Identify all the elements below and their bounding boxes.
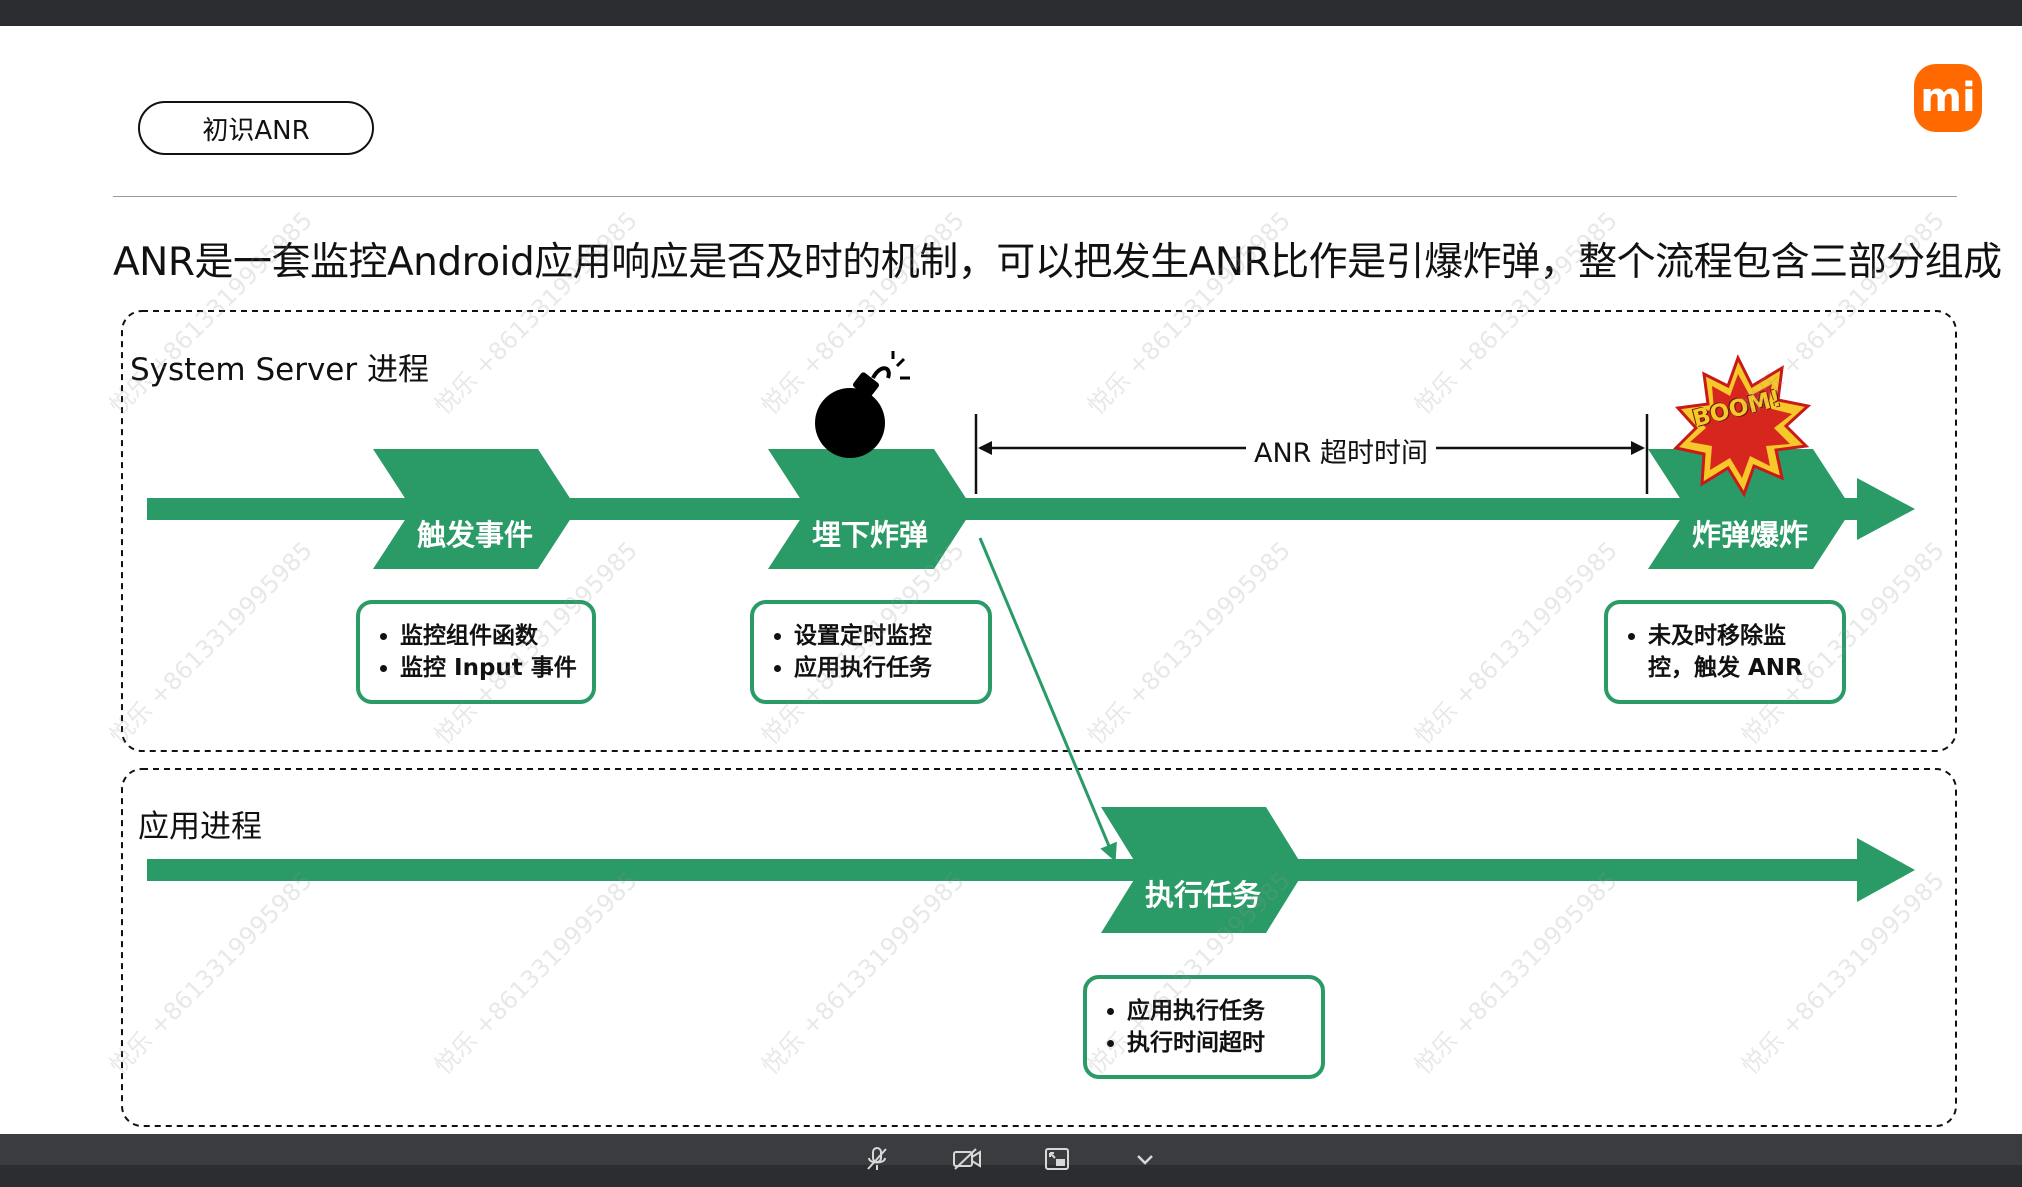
note-trigger-item-1: 监控组件函数 — [400, 620, 592, 652]
step-plant-label: 埋下炸弹 — [811, 518, 928, 552]
note-trigger: 监控组件函数 监控 Input 事件 — [356, 600, 596, 704]
step-execute-label: 执行任务 — [1144, 878, 1261, 912]
toggle-camera-button[interactable] — [950, 1142, 984, 1176]
note-plant-item-2: 应用执行任务 — [794, 652, 988, 684]
slide-headline: ANR是一套监控Android应用响应是否及时的机制，可以把发生ANR比作是引爆… — [113, 240, 2002, 285]
microphone-muted-icon — [867, 1147, 887, 1170]
chevron-plant — [768, 449, 973, 569]
top-bar — [0, 0, 2022, 26]
chevron-explode — [1648, 449, 1852, 569]
brand-logo: mi — [1914, 64, 1982, 132]
camera-off-icon — [953, 1148, 981, 1170]
execute-link-arrow — [978, 537, 1117, 862]
section-tag: 初识ANR — [138, 101, 374, 155]
note-explode: 未及时移除监控，触发 ANR — [1604, 600, 1846, 704]
note-execute: 应用执行任务 执行时间超时 — [1083, 975, 1325, 1079]
chevron-execute — [1101, 807, 1305, 933]
note-trigger-item-2: 监控 Input 事件 — [400, 652, 592, 684]
app-process-region — [121, 768, 1957, 1127]
system-server-region — [121, 310, 1957, 752]
more-options-button[interactable] — [1128, 1142, 1162, 1176]
system-server-label: System Server 进程 — [130, 352, 429, 388]
app-timeline-bar — [147, 859, 1857, 881]
section-tag-label: 初识ANR — [202, 115, 310, 146]
chevron-trigger — [373, 449, 577, 569]
note-plant: 设置定时监控 应用执行任务 — [750, 600, 992, 704]
timeout-label: ANR 超时时间 — [1246, 431, 1436, 470]
note-plant-item-1: 设置定时监控 — [794, 620, 988, 652]
step-trigger-label: 触发事件 — [416, 518, 533, 552]
app-process-label: 应用进程 — [138, 809, 262, 845]
toolbar-bottom-strip — [0, 1165, 2022, 1187]
system-timeline-bar — [147, 498, 1857, 520]
chevron-down-icon — [1137, 1155, 1153, 1165]
bomb-icon — [815, 351, 910, 458]
brand-logo-text: mi — [1920, 75, 1976, 121]
screen-share-button[interactable] — [1040, 1142, 1074, 1176]
slide: 初识ANR mi ANR是一套监控Android应用响应是否及时的机制，可以把发… — [0, 26, 2022, 1134]
note-explode-item-1: 未及时移除监控，触发 ANR — [1648, 620, 1828, 684]
note-execute-item-2: 执行时间超时 — [1127, 1027, 1321, 1059]
screen-share-icon — [1045, 1148, 1069, 1170]
anr-flow-diagram — [121, 310, 1957, 1127]
mute-microphone-button[interactable] — [860, 1142, 894, 1176]
boom-explosion-icon — [1672, 354, 1812, 498]
title-divider — [113, 196, 1957, 197]
note-execute-item-1: 应用执行任务 — [1127, 995, 1321, 1027]
step-explode-label: 炸弹爆炸 — [1691, 518, 1808, 552]
meeting-toolbar — [0, 1134, 2022, 1187]
system-timeline-arrowhead — [1857, 478, 1915, 540]
app-timeline-arrowhead — [1857, 838, 1915, 902]
